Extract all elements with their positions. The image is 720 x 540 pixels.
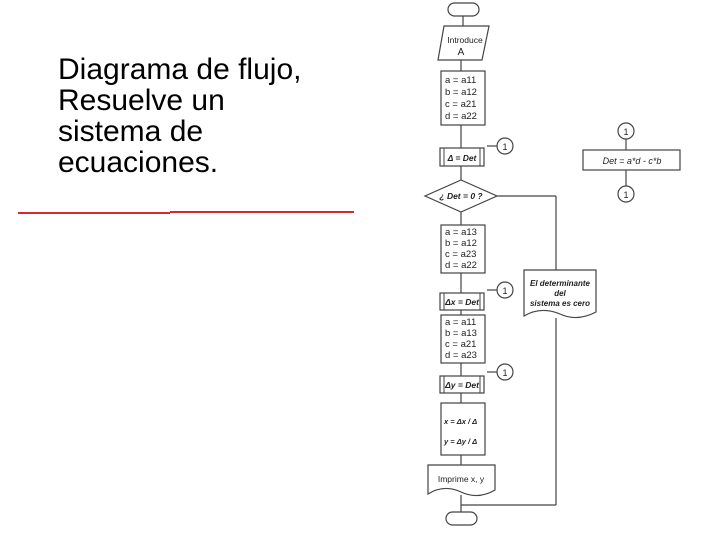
print-document: [427, 464, 496, 497]
message-line-2: del: [554, 289, 566, 298]
assign2-b: b = a12: [445, 238, 477, 249]
start-terminator: [447, 2, 480, 17]
assign2-c: c = a23: [445, 249, 476, 260]
formula-box: [440, 402, 486, 456]
connector-1-label: 1: [502, 142, 507, 152]
input-parallelogram: [437, 25, 490, 61]
connector-1: [496, 137, 514, 155]
assign1-c: c = a21: [445, 99, 476, 110]
message-line-3: sistema es cero: [530, 299, 590, 308]
flow-lines: [460, 16, 627, 512]
subroutine-process: [582, 149, 681, 171]
subroutine-connector-top-label: 1: [623, 127, 628, 137]
dy-process-label: Δy = Det: [444, 380, 480, 390]
assign3-c: c = a21: [445, 339, 476, 350]
y-formula: y = Δy / Δ: [443, 437, 477, 446]
subroutine-connector-bottom: [617, 185, 635, 203]
slide-title: Diagrama de flujo, Resuelve un sistema d…: [58, 53, 302, 179]
connector-2-label: 1: [502, 286, 507, 296]
dx-process-label: Δx = Det: [444, 297, 480, 307]
det-process-label: Δ = Det: [447, 153, 478, 163]
message-document: [523, 269, 597, 319]
x-formula: x = Δx / Δ: [443, 417, 477, 426]
connector-3-label: 1: [502, 368, 507, 378]
decision-diamond: [423, 179, 499, 213]
input-line-1: Introduce: [447, 35, 483, 45]
assign1-b: b = a12: [445, 87, 477, 98]
title-underline-left: [18, 212, 170, 214]
message-line-1: El determinante: [530, 279, 591, 288]
assign1-a: a = a11: [445, 75, 476, 86]
title-underline-right: [170, 211, 354, 213]
subroutine-connector-bottom-label: 1: [623, 190, 628, 200]
decision-label: ¿ Det = 0 ?: [439, 191, 483, 201]
print-label: Imprime x, y: [438, 474, 485, 484]
assign-box-3: [440, 314, 486, 364]
subroutine-process-label: Det = a*d - c*b: [603, 156, 662, 166]
assign3-b: b = a13: [445, 328, 477, 339]
connector-3: [496, 363, 514, 381]
assign-box-1: [440, 70, 486, 126]
assign1-d: d = a22: [445, 111, 477, 122]
assign2-a: a = a13: [445, 227, 477, 238]
subroutine-connector-top: [617, 122, 635, 140]
det-process: [439, 147, 485, 167]
dy-process: [439, 375, 485, 394]
assign-box-2: [440, 224, 486, 274]
assign3-a: a = a11: [445, 317, 476, 328]
assign3-d: d = a23: [445, 350, 477, 361]
assign2-d: d = a22: [445, 260, 477, 271]
connector-2: [496, 281, 514, 299]
end-terminator: [445, 511, 478, 526]
input-line-2: A: [458, 47, 465, 58]
dx-process: [439, 292, 485, 311]
